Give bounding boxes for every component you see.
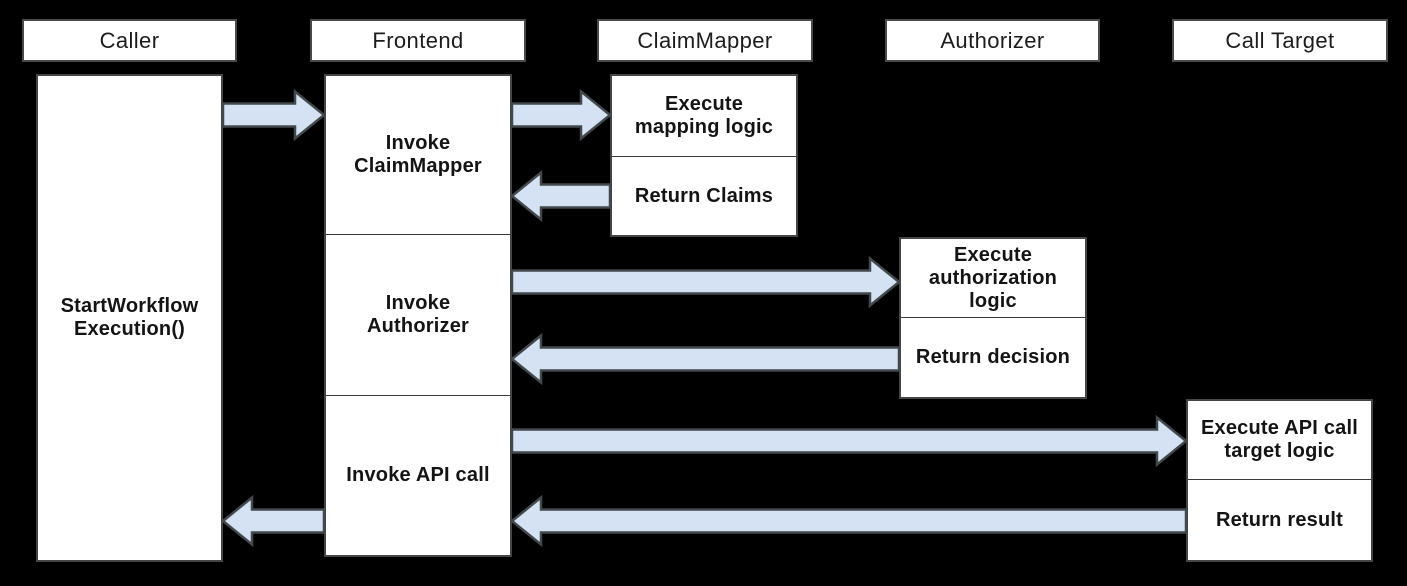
frontend-section-invoke-claimmapper: Invoke ClaimMapper [354, 132, 482, 177]
lane-header-frontend-label: Frontend [372, 27, 464, 53]
arrow-calltarget-return-to-frontend [510, 494, 1188, 548]
authorizer-execute-authorization-logic: Execute authorization logic [928, 243, 1058, 312]
lane-header-claimmapper-label: ClaimMapper [637, 27, 773, 53]
lane-header-caller-label: Caller [99, 27, 160, 53]
frontend-section-invoke-api-call: Invoke API call [326, 395, 510, 555]
arrow-frontend-return-to-caller [221, 494, 326, 548]
calltarget-return-result: Return result [1188, 479, 1371, 560]
caller-box-label: StartWorkflow Execution() [60, 295, 199, 340]
caller-box: StartWorkflow Execution() [36, 74, 223, 562]
authorizer-box: Execute authorization logic Return decis… [899, 237, 1087, 399]
claimmapper-box: Execute mapping logic Return Claims [610, 74, 798, 237]
lane-header-authorizer: Authorizer [885, 19, 1100, 62]
lane-header-claimmapper: ClaimMapper [597, 19, 813, 62]
arrow-claimmapper-return-to-frontend [510, 169, 612, 223]
lane-header-frontend: Frontend [310, 19, 526, 62]
frontend-section-invoke-authorizer: Invoke Authorizer [326, 234, 510, 395]
lane-header-calltarget-label: Call Target [1225, 27, 1335, 53]
arrow-frontend-to-claimmapper [510, 88, 612, 142]
lane-header-authorizer-label: Authorizer [940, 27, 1045, 53]
claimmapper-return-claims: Return Claims [612, 156, 796, 235]
arrow-caller-to-frontend [221, 88, 326, 142]
arrow-frontend-to-authorizer [510, 255, 901, 309]
calltarget-box: Execute API call target logic Return res… [1186, 399, 1373, 562]
calltarget-execute-api-call-target-logic: Execute API call target logic [1201, 417, 1358, 462]
lane-header-calltarget: Call Target [1172, 19, 1388, 62]
arrow-authorizer-return-to-frontend [510, 332, 901, 386]
frontend-box: Invoke ClaimMapper Invoke Authorizer Inv… [324, 74, 512, 557]
arrow-frontend-to-calltarget [510, 414, 1188, 468]
authorizer-return-decision: Return decision [901, 317, 1085, 397]
claimmapper-execute-mapping-logic: Execute mapping logic [634, 93, 774, 138]
lane-header-caller: Caller [22, 19, 237, 62]
